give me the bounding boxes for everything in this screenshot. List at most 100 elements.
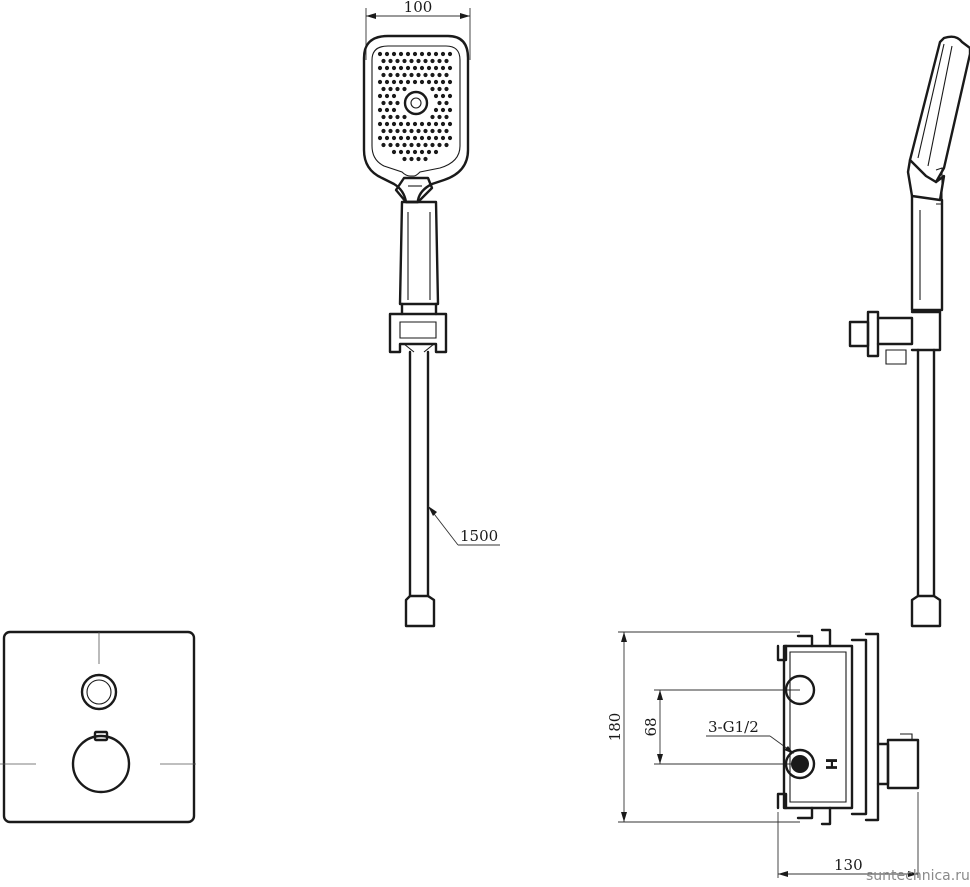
- spray-nozzle: [419, 51, 425, 57]
- spray-nozzle: [444, 86, 449, 92]
- spray-nozzle: [423, 142, 428, 148]
- lower-inlet: [784, 748, 816, 780]
- spray-nozzle: [423, 58, 428, 64]
- spray-nozzle: [398, 65, 404, 71]
- spray-nozzle: [433, 93, 439, 99]
- spray-nozzle: [416, 72, 421, 78]
- spray-nozzle: [430, 72, 435, 78]
- spray-nozzle: [444, 72, 449, 78]
- spray-nozzle: [447, 107, 453, 113]
- spray-nozzle: [377, 107, 383, 113]
- spray-nozzle: [426, 79, 432, 85]
- spray-nozzle: [395, 114, 400, 120]
- spray-nozzle: [440, 135, 446, 141]
- spray-nozzle: [405, 51, 411, 57]
- spray-nozzle: [444, 128, 449, 134]
- spray-nozzle: [402, 72, 407, 78]
- spray-nozzle: [377, 121, 383, 127]
- spray-nozzle: [384, 107, 390, 113]
- body-depth-label: 130: [834, 856, 863, 874]
- hand-shower-side-view: [848, 35, 970, 628]
- spray-nozzle: [419, 149, 425, 155]
- spray-nozzle: [412, 65, 418, 71]
- spray-nozzle: [388, 86, 393, 92]
- spray-nozzle: [430, 128, 435, 134]
- spray-nozzle: [412, 121, 418, 127]
- spray-nozzle: [395, 58, 400, 64]
- spray-nozzle: [419, 79, 425, 85]
- concealed-body-side-view: 180 68 3-G1/2 H: [606, 628, 920, 878]
- spray-nozzle: [402, 86, 407, 92]
- spray-nozzle: [391, 149, 397, 155]
- spray-nozzle: [381, 72, 386, 78]
- holder-side: [866, 310, 880, 358]
- spray-nozzle: [391, 65, 397, 71]
- spray-nozzle: [423, 72, 428, 78]
- hose-end-nut: [404, 594, 436, 628]
- spray-nozzle: [444, 58, 449, 64]
- spray-mode-button: [403, 90, 429, 116]
- spray-nozzle: [437, 100, 442, 106]
- spray-nozzle: [423, 128, 428, 134]
- spray-nozzle: [391, 135, 397, 141]
- spray-nozzle: [402, 156, 407, 162]
- spray-nozzle: [398, 51, 404, 57]
- spray-nozzle: [391, 93, 397, 99]
- spray-nozzle: [426, 121, 432, 127]
- spray-nozzle: [409, 128, 414, 134]
- spray-nozzle: [402, 142, 407, 148]
- spray-nozzle: [381, 86, 386, 92]
- spray-nozzle: [384, 79, 390, 85]
- spray-nozzle: [437, 114, 442, 120]
- spray-nozzle: [388, 114, 393, 120]
- mixer-trim-plate: [0, 630, 196, 824]
- spray-nozzle: [430, 86, 435, 92]
- body-height-label: 180: [606, 713, 624, 742]
- spray-nozzle: [388, 100, 393, 106]
- spray-nozzle: [402, 114, 407, 120]
- spray-nozzle: [447, 79, 453, 85]
- spray-nozzle: [381, 128, 386, 134]
- diverter-button: [80, 673, 118, 711]
- spray-nozzle: [430, 58, 435, 64]
- spray-nozzle: [395, 86, 400, 92]
- spray-nozzle: [395, 128, 400, 134]
- spray-nozzle: [391, 121, 397, 127]
- spray-nozzle: [381, 58, 386, 64]
- body-height-dimension: 180: [606, 631, 800, 823]
- spray-nozzle: [444, 100, 449, 106]
- spray-nozzle: [440, 93, 446, 99]
- thermostatic-knob: [71, 734, 131, 794]
- spray-nozzle: [377, 135, 383, 141]
- spindle-protrusion: [876, 742, 890, 786]
- upper-inlet: [784, 674, 816, 706]
- spray-nozzle: [384, 121, 390, 127]
- spray-nozzle: [391, 51, 397, 57]
- spray-nozzle: [388, 128, 393, 134]
- watermark: suntechnica.ru: [866, 868, 970, 884]
- handle-side: [910, 194, 944, 312]
- spray-nozzle: [377, 79, 383, 85]
- spray-nozzle: [381, 114, 386, 120]
- spray-nozzle: [409, 142, 414, 148]
- spray-nozzle: [402, 58, 407, 64]
- spray-nozzle: [416, 142, 421, 148]
- spray-nozzle: [433, 79, 439, 85]
- spray-nozzle: [430, 142, 435, 148]
- spray-nozzle: [447, 93, 453, 99]
- spray-nozzle: [388, 142, 393, 148]
- spray-nozzle: [437, 86, 442, 92]
- spray-nozzle: [412, 51, 418, 57]
- spray-nozzle: [433, 51, 439, 57]
- spray-nozzle: [405, 135, 411, 141]
- shower-handle: [398, 200, 440, 306]
- spray-nozzle: [440, 121, 446, 127]
- connection-spec-label: 3-G1/2: [708, 718, 759, 736]
- spray-nozzle: [398, 79, 404, 85]
- spray-nozzle: [437, 128, 442, 134]
- hose-length-label: 1500: [460, 527, 498, 545]
- spray-nozzle: [377, 93, 383, 99]
- spray-nozzle: [444, 142, 449, 148]
- spray-nozzle: [388, 58, 393, 64]
